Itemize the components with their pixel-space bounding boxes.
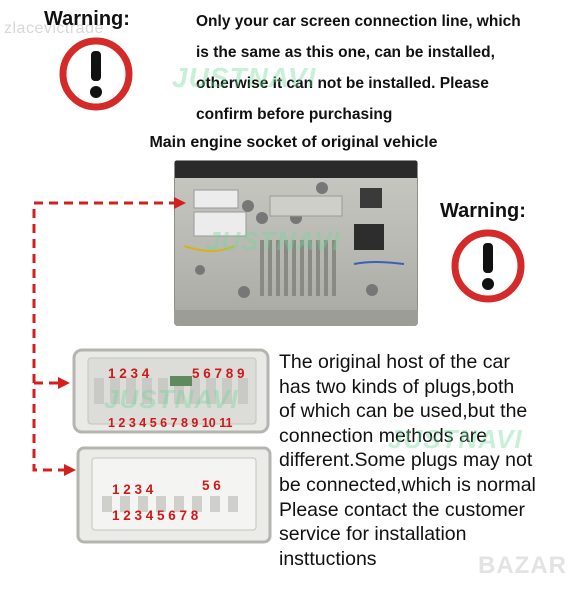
arrow-head-icon — [64, 464, 76, 476]
brand-watermark: JUSTNAVI — [172, 62, 317, 93]
brand-watermark: JUSTNAVI — [104, 384, 239, 414]
brand-watermark: JUSTNAVI — [388, 424, 523, 454]
plug-11-pin: 1 2 3 4 5 6 7 8 9 1 2 3 4 5 6 7 8 9 10 1… — [72, 348, 270, 434]
plug-description: The original host of the car has two kin… — [279, 350, 579, 571]
plug-2-top-numbers-b: 5 6 — [202, 478, 221, 493]
plug-2-top-numbers-a: 1 2 3 4 — [112, 482, 154, 497]
description-line: of which can be used,but the — [279, 400, 528, 423]
top-warning-line: Only your car screen connection line, wh… — [196, 13, 521, 30]
arrow-head-icon — [58, 377, 70, 389]
arrow-head-icon — [174, 197, 186, 209]
main-socket-caption: Main engine socket of original vehicle — [149, 134, 438, 151]
plug-1-top-numbers-b: 5 6 7 8 9 — [192, 366, 245, 381]
description-line: be connected,which is normal — [279, 473, 536, 496]
description-line: connection methods are — [279, 424, 488, 447]
warning-icon — [451, 229, 525, 303]
top-warning-line: otherwise it can not be installed. Pleas… — [196, 75, 489, 92]
top-warning-line: is the same as this one, can be installe… — [196, 44, 495, 61]
description-line: Please contact the customer — [279, 498, 526, 521]
description-line: service for installation — [279, 523, 467, 546]
brand-watermark: JUSTNAVI — [206, 226, 341, 256]
top-warning-title: Warning: — [44, 8, 130, 30]
description-line: different.Some plugs may not — [279, 449, 533, 472]
radio-unit-photo — [174, 160, 418, 326]
right-warning-title: Warning: — [440, 200, 526, 222]
plug-8-pin: 1 2 3 4 5 6 1 2 3 4 5 6 7 8 — [76, 446, 272, 544]
description-line: has two kinds of plugs,both — [279, 375, 515, 398]
plug-8-pin-body — [76, 446, 272, 544]
radio-unit-illustration — [174, 160, 418, 326]
description-line: insttuctions — [279, 547, 377, 570]
plug-1-top-numbers-a: 1 2 3 4 — [108, 366, 150, 381]
warning-icon — [59, 37, 133, 111]
plug-11-pin-body — [72, 348, 270, 434]
watermark-text: zlacevictrade — [4, 20, 104, 37]
plug-1-bottom-numbers: 1 2 3 4 5 6 7 8 9 10 11 — [108, 416, 233, 430]
top-warning-text: Only your car screen connection line, wh… — [196, 6, 576, 130]
description-line: The original host of the car — [279, 351, 510, 373]
top-warning-line: confirm before purchasing — [196, 106, 393, 123]
site-watermark: BAZAR — [478, 552, 567, 579]
plug-2-bottom-numbers: 1 2 3 4 5 6 7 8 — [112, 508, 199, 523]
